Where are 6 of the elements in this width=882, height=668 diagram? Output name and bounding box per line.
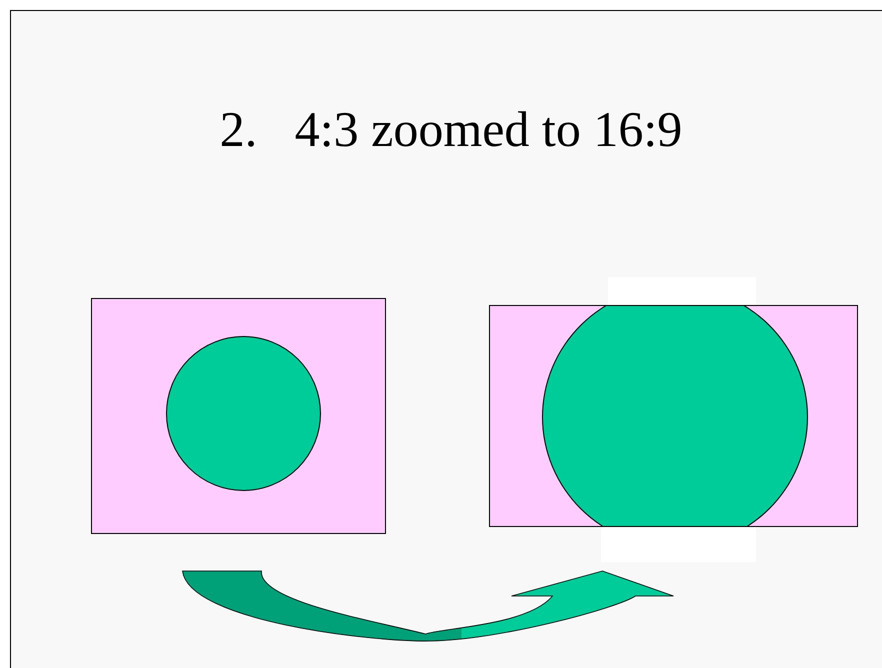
title: 2. 4:3 zoomed to 16:9 (218, 100, 684, 158)
curved-arrow (182, 570, 674, 642)
rectangle (489, 305, 858, 527)
crop-band (601, 527, 756, 562)
rectangle (91, 298, 386, 534)
crop-band (608, 277, 756, 305)
